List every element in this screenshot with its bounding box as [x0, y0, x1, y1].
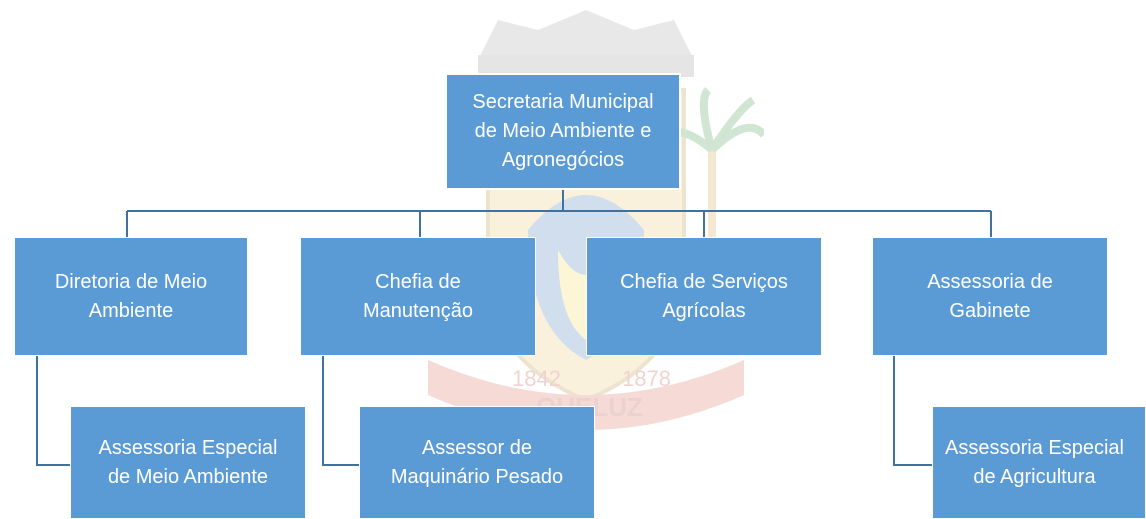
org-box-assessor-maquinario-pesado: Assessor de Maquinário Pesado	[359, 406, 595, 519]
palm-tree-icon	[655, 87, 764, 320]
watermark-year-left: 1842	[512, 366, 561, 391]
org-root-box: Secretaria Municipal de Meio Ambiente e …	[445, 73, 681, 190]
org-box-chefia-servicos-agricolas: Chefia de Serviços Agrícolas	[586, 237, 822, 356]
sub-connector-2	[322, 356, 359, 466]
sub-connector-3	[893, 356, 932, 466]
crown-icon	[478, 10, 694, 77]
org-box-assessoria-gabinete: Assessoria de Gabinete	[872, 237, 1108, 356]
watermark-year-right: 1878	[622, 366, 671, 391]
org-box-diretoria-meio-ambiente: Diretoria de Meio Ambiente	[14, 237, 248, 356]
org-box-chefia-manutencao: Chefia de Manutenção	[300, 237, 536, 356]
org-box-assessoria-especial-meio-ambiente: Assessoria Especial de Meio Ambiente	[70, 406, 306, 519]
org-box-assessoria-especial-agricultura: Assessoria Especial de Agricultura	[932, 406, 1146, 519]
sub-connector-1	[36, 356, 70, 466]
